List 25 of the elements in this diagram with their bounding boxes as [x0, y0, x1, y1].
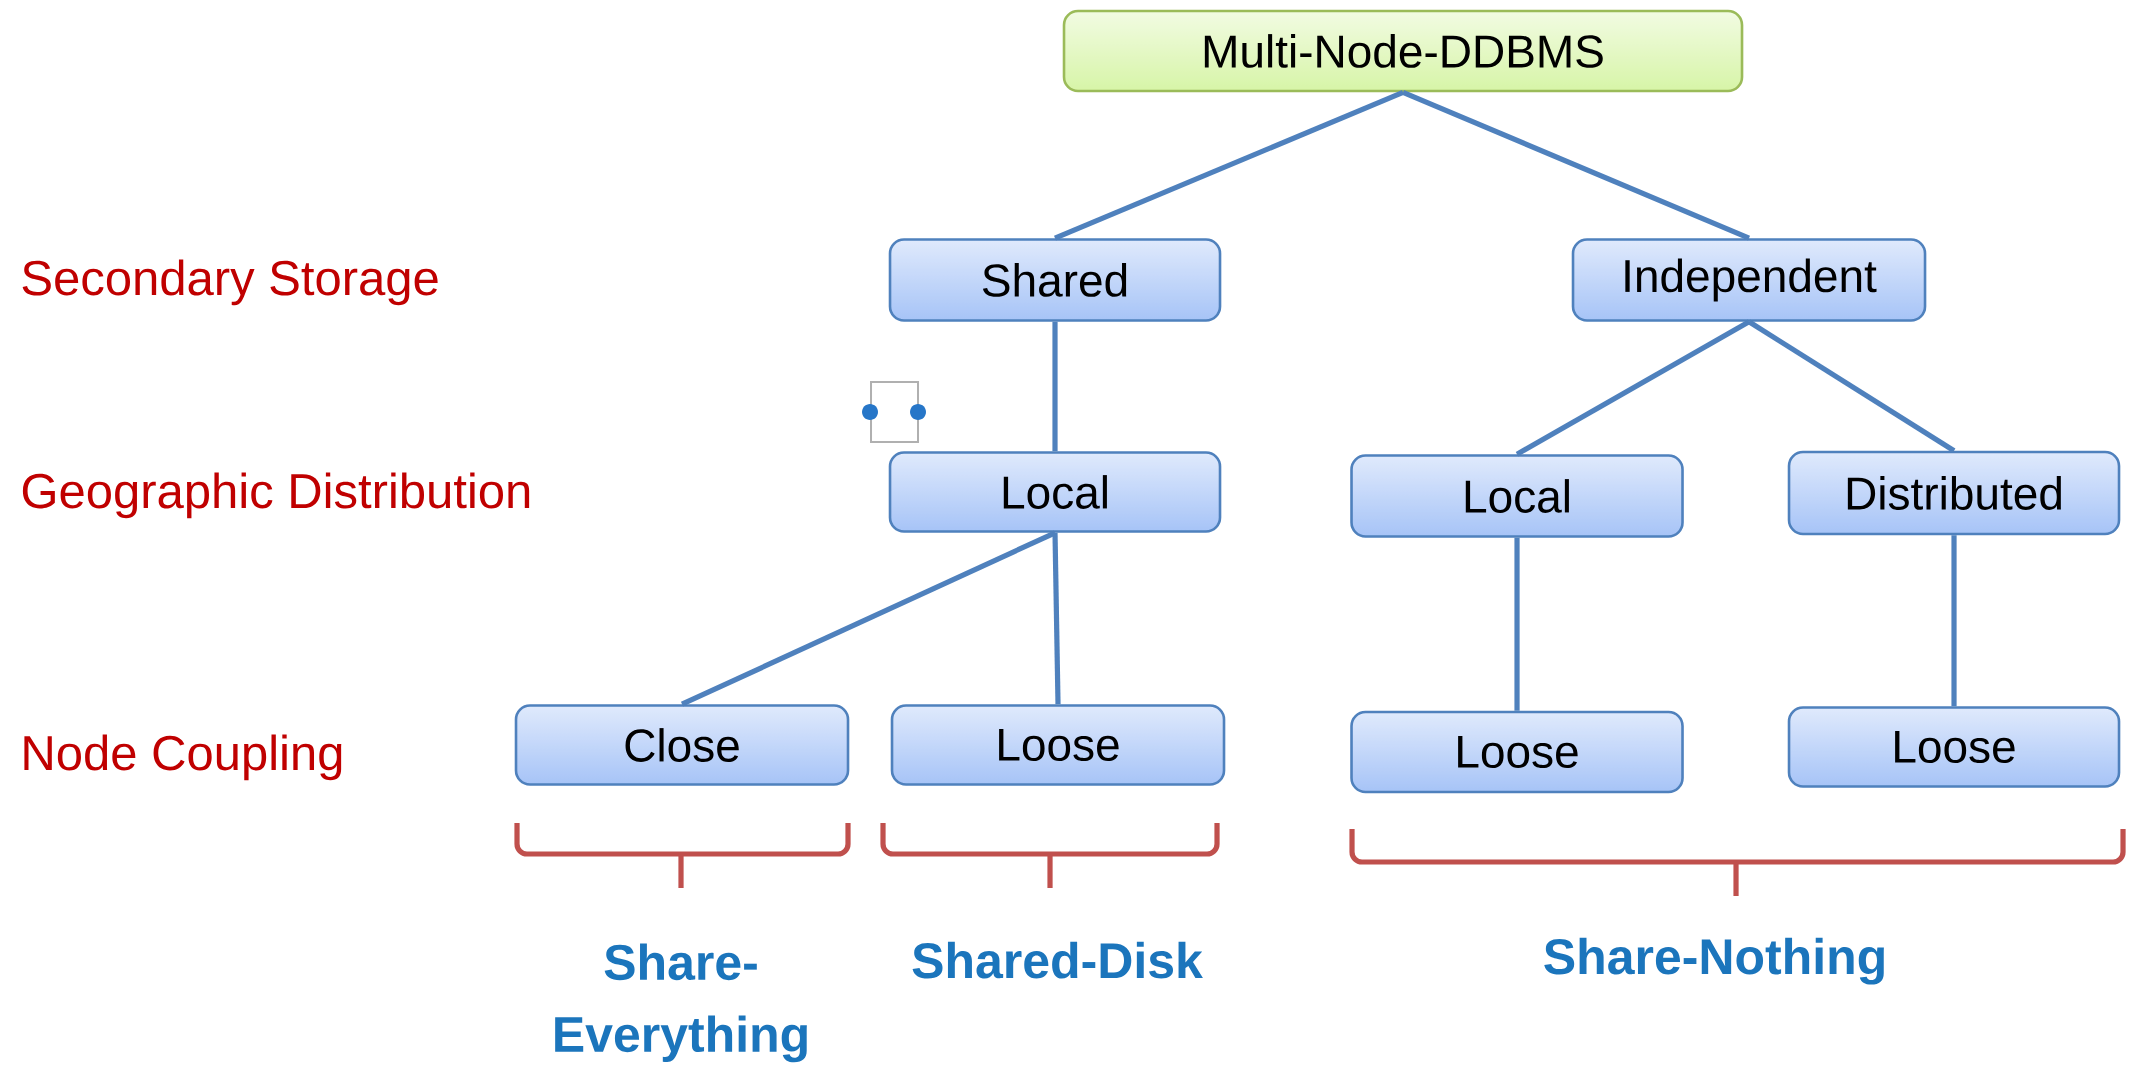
connector-line: [1747, 319, 1956, 453]
connector-line: [1951, 535, 1957, 707]
category-box: Local: [1350, 454, 1684, 538]
connector-line: [1052, 532, 1061, 705]
category-box: Independent: [1571, 238, 1927, 322]
category-box: Loose: [1787, 706, 2121, 788]
category-box: Close: [514, 704, 850, 786]
group-label: Share-Nothing: [1544, 937, 1884, 985]
category-box: Loose: [890, 704, 1226, 786]
level-label: Node Coupling: [24, 734, 342, 781]
connector-line: [1052, 321, 1058, 452]
connector-line: [1402, 89, 1751, 241]
category-box: Loose: [1350, 710, 1684, 794]
level-label: Secondary Storage: [22, 259, 438, 306]
root-box: Multi-Node-DDBMS: [1062, 9, 1744, 93]
level-label: Geographic Distribution: [22, 472, 530, 519]
category-box: Shared: [888, 238, 1222, 322]
category-box: Local: [888, 451, 1222, 533]
connector-line: [1514, 537, 1520, 711]
connector-line: [1054, 89, 1404, 241]
group-label: Share- Everything: [555, 943, 807, 1063]
connector-line: [680, 530, 1057, 707]
category-box: Distributed: [1787, 450, 2121, 536]
group-label: Shared-Disk: [912, 941, 1203, 979]
connector-line: [1515, 319, 1751, 457]
